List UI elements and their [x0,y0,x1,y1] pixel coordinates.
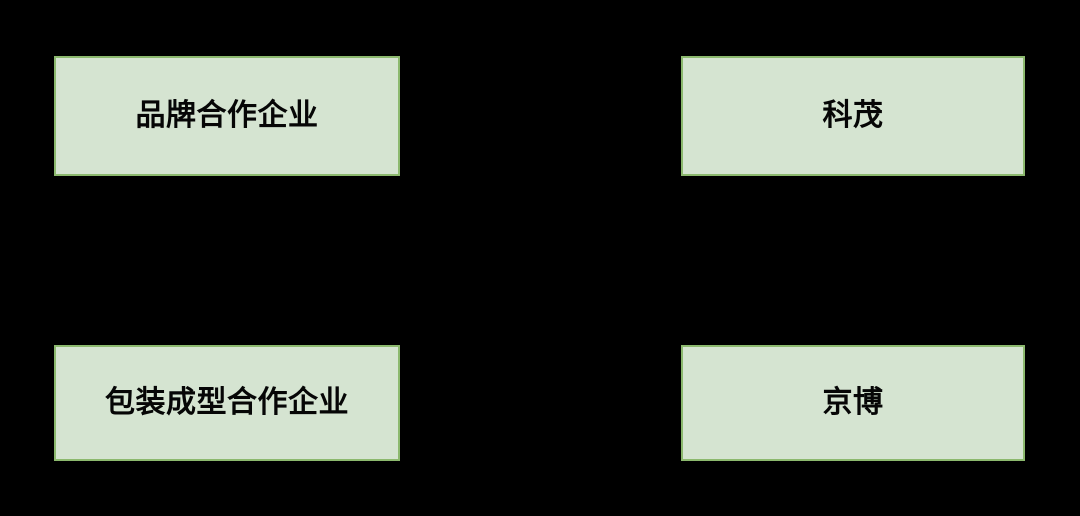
node-label: 包装成型合作企业 [105,385,349,419]
node-brand-partner-enterprise[interactable]: 品牌合作企业 [54,56,400,176]
node-packaging-forming-partner-enterprise[interactable]: 包装成型合作企业 [54,345,400,461]
node-jingbo[interactable]: 京博 [681,345,1025,461]
node-label: 京博 [822,385,884,419]
node-kemao[interactable]: 科茂 [681,56,1025,176]
node-label: 品牌合作企业 [135,98,319,132]
node-label: 科茂 [822,98,884,132]
